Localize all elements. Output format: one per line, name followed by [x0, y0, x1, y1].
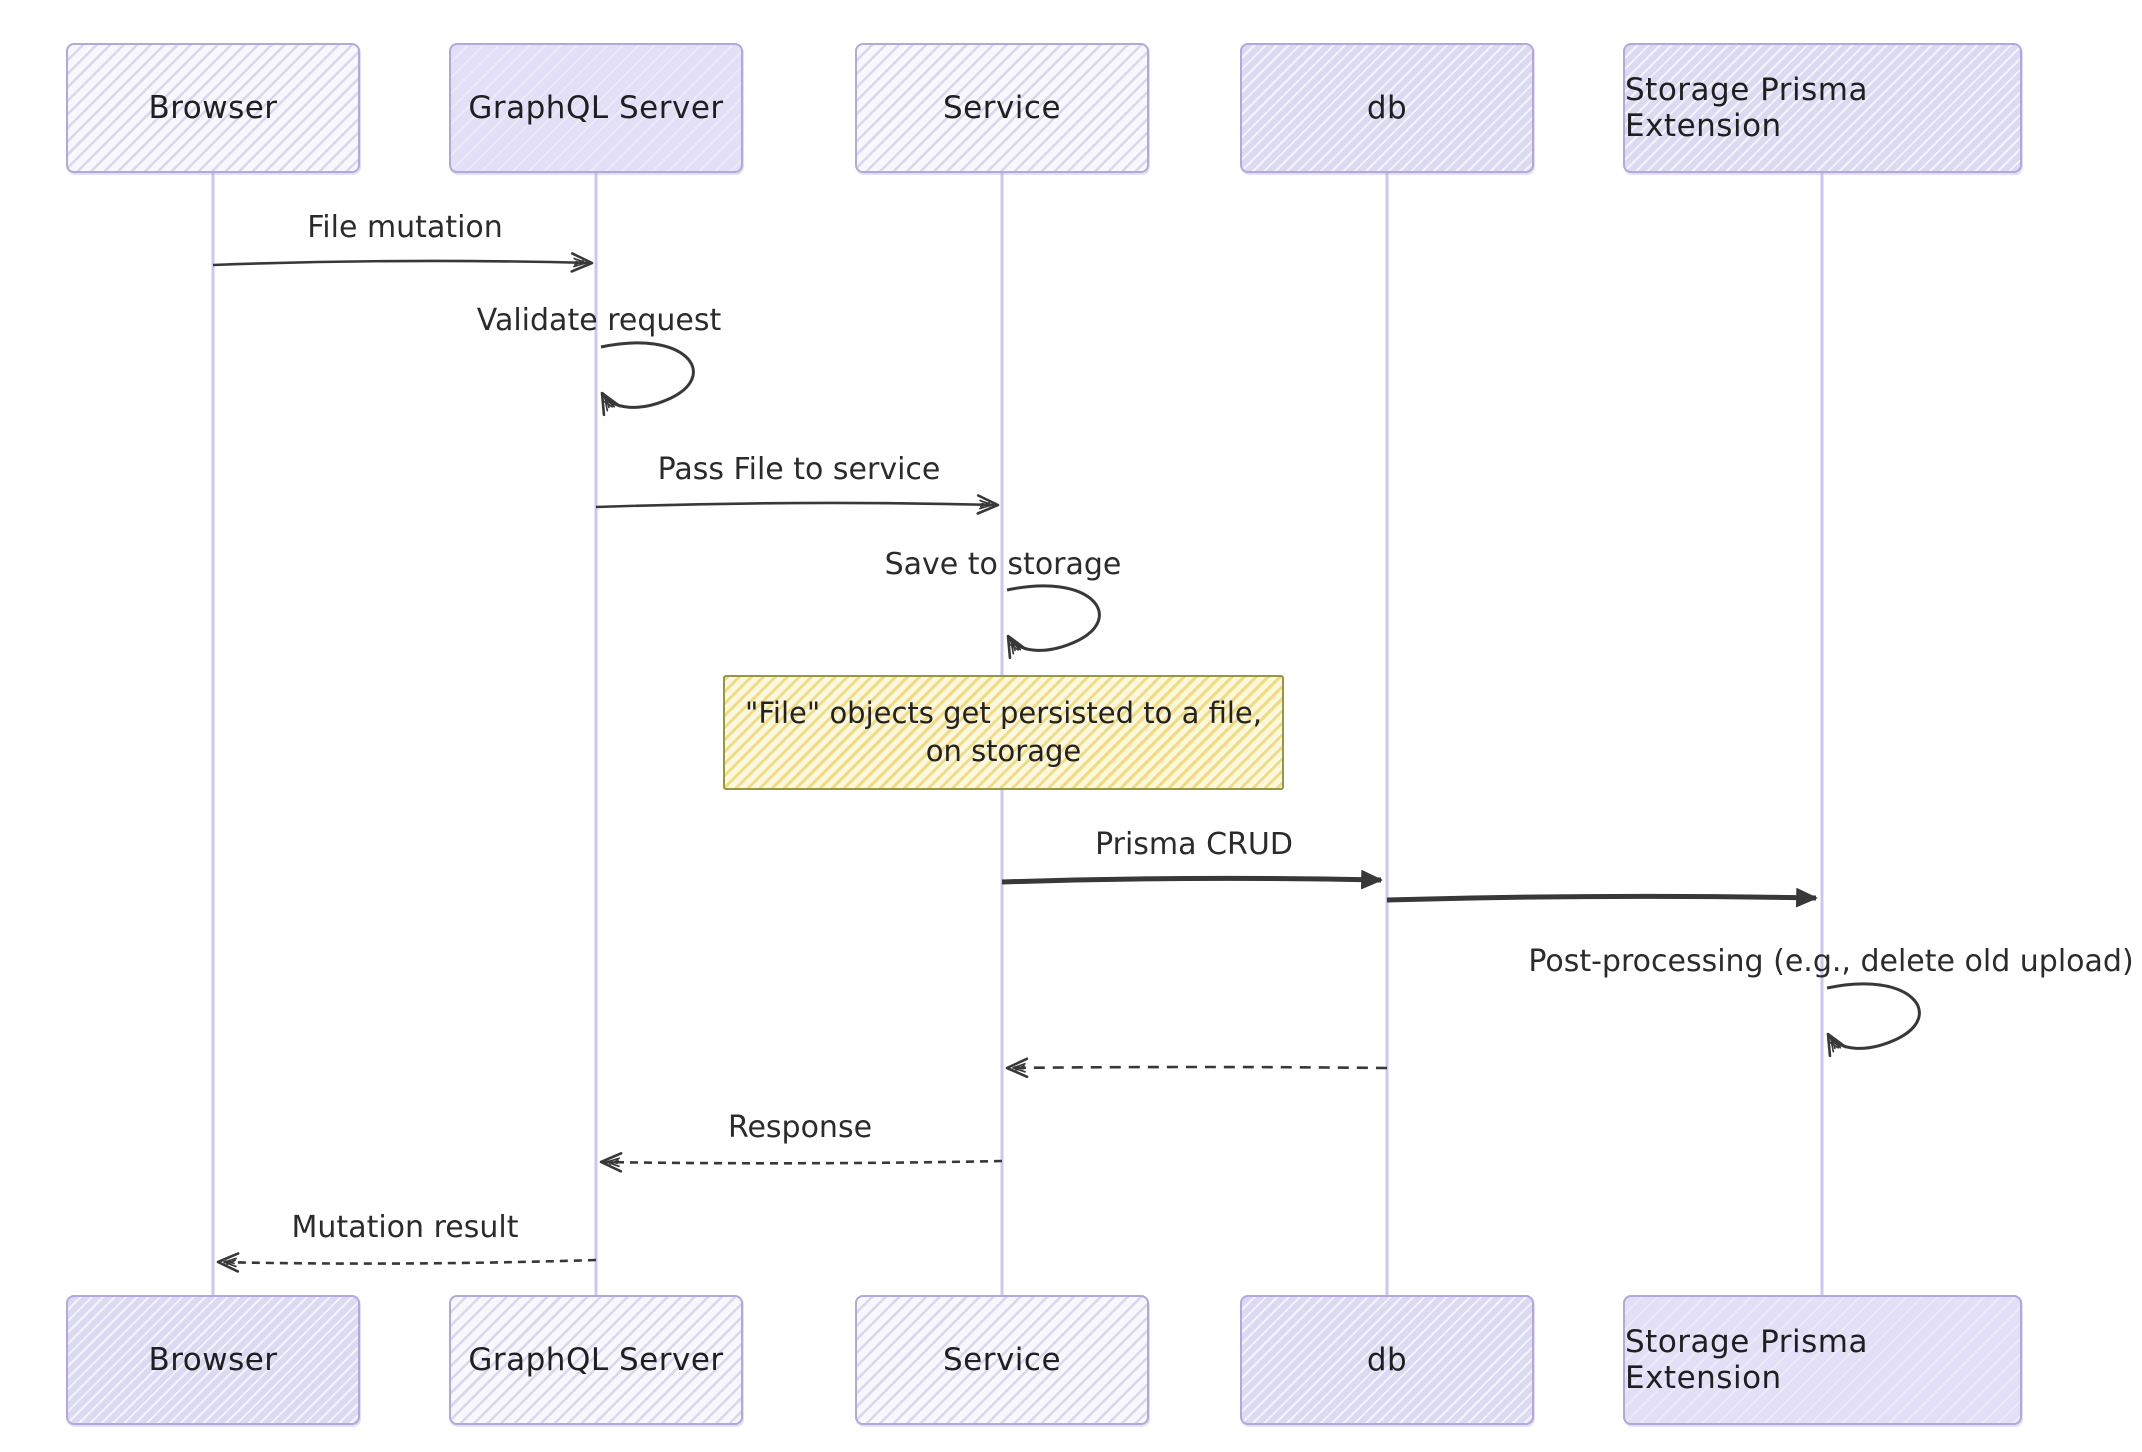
actor-bottom-browser: Browser: [66, 1295, 360, 1425]
message-label-save-to-storage: Save to storage: [884, 547, 1122, 582]
actor-bottom-storage-prisma-extension: Storage Prisma Extension: [1623, 1295, 2022, 1425]
arrow-pass-file-to-service: [595, 494, 1000, 515]
actor-label: db: [1366, 1342, 1408, 1378]
actor-bottom-service: Service: [855, 1295, 1149, 1425]
actor-top-graphql-server: GraphQL Server: [449, 43, 743, 173]
self-loop-post-processing: [1826, 982, 1921, 1058]
actor-top-storage-prisma-extension: Storage Prisma Extension: [1623, 43, 2022, 173]
actor-label: Storage Prisma Extension: [1625, 72, 1868, 144]
note-line: "File" objects get persisted to a file,: [745, 696, 1262, 730]
actor-label: Storage Prisma Extension: [1625, 1324, 1868, 1396]
arrow-prisma-crud: [1001, 869, 1383, 890]
actor-label: GraphQL Server: [468, 1342, 724, 1378]
actor-bottom-graphql-server: GraphQL Server: [449, 1295, 743, 1425]
message-label-post-processing: Post-processing (e.g., delete old upload…: [1528, 944, 2134, 979]
actor-label: Browser: [148, 90, 278, 126]
arrow-file-mutation: [212, 252, 594, 273]
actor-label: db: [1366, 90, 1408, 126]
note-file-persistence: "File" objects get persisted to a file, …: [723, 675, 1284, 790]
note-line: on storage: [925, 734, 1082, 768]
actor-label: Browser: [148, 1342, 278, 1378]
message-label-pass-file-to-service: Pass File to service: [657, 452, 941, 487]
message-label-validate-request: Validate request: [476, 303, 722, 338]
message-label-file-mutation: File mutation: [307, 210, 503, 245]
message-label-mutation-result: Mutation result: [291, 1210, 519, 1245]
actor-label: Service: [942, 90, 1062, 126]
actor-label: Service: [942, 1342, 1062, 1378]
actor-bottom-db: db: [1240, 1295, 1534, 1425]
self-loop-save-to-storage: [1006, 584, 1101, 660]
actor-top-db: db: [1240, 43, 1534, 173]
arrow-db-return-to-service: [1005, 1057, 1388, 1079]
actor-top-browser: Browser: [66, 43, 360, 173]
message-label-response: Response: [727, 1110, 873, 1145]
arrow-db-to-storage-extension: [1386, 887, 1818, 908]
arrow-mutation-result: [216, 1252, 597, 1273]
self-loop-validate-request: [600, 341, 695, 417]
message-label-prisma-crud: Prisma CRUD: [1095, 827, 1293, 862]
arrow-response: [599, 1152, 1003, 1173]
actor-label: GraphQL Server: [468, 90, 724, 126]
actor-top-service: Service: [855, 43, 1149, 173]
